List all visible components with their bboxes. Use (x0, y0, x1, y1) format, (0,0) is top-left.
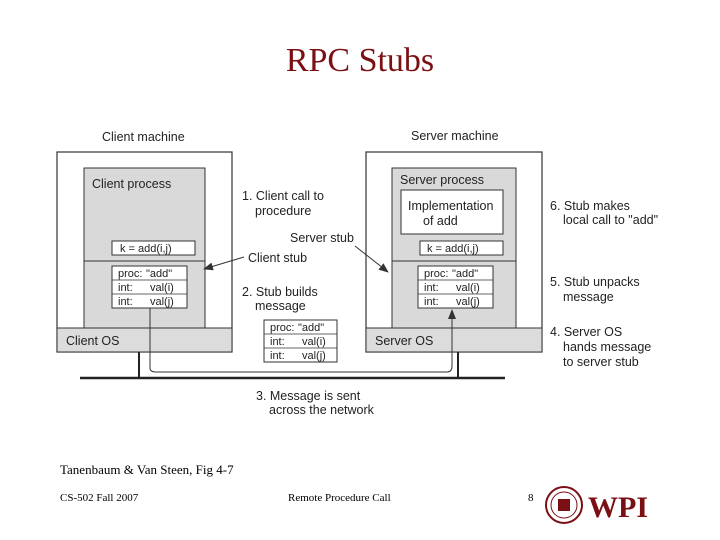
wpi-logo-text: WPI (588, 491, 648, 524)
step1-line2: procedure (255, 204, 311, 218)
transit-msg-row1-left: proc: (270, 322, 294, 334)
page-number: 8 (528, 492, 534, 504)
transit-msg-row2-left: int: (270, 336, 285, 348)
client-stub-label: Client stub (248, 251, 307, 265)
client-msg-row3-right: val(j) (150, 296, 174, 308)
server-msg-row2-left: int: (424, 282, 439, 294)
footer-course: CS-502 Fall 2007 (60, 492, 139, 504)
step4-line2: hands message (563, 340, 651, 354)
step6-line2: local call to "add" (563, 213, 658, 227)
step2-line1: 2. Stub builds (242, 285, 318, 299)
footer-topic: Remote Procedure Call (288, 492, 391, 504)
step4-line3: to server stub (563, 355, 639, 369)
client-os-label: Client OS (66, 334, 120, 348)
client-call-text: k = add(i,j) (120, 243, 172, 255)
server-machine-label: Server machine (411, 129, 499, 143)
transit-message-box (263, 319, 338, 363)
message-path-arrow (149, 308, 456, 373)
server-stub-arrow (354, 245, 389, 273)
client-call-box (111, 240, 196, 256)
step2-line2: message (255, 299, 306, 313)
step6-line1: 6. Stub makes (550, 199, 630, 213)
server-call-box (419, 240, 504, 256)
step3-line1: 3. Message is sent (256, 389, 361, 403)
server-os-box (365, 327, 543, 353)
step4-line1: 4. Server OS (550, 325, 622, 339)
server-message-box (417, 265, 494, 309)
figure-caption: Tanenbaum & Van Steen, Fig 4-7 (60, 462, 234, 477)
server-os-label: Server OS (375, 334, 433, 348)
step5-line1: 5. Stub unpacks (550, 275, 640, 289)
client-machine-label: Client machine (102, 130, 185, 144)
step1-line1: 1. Client call to (242, 189, 324, 203)
transit-msg-row3-right: val(j) (302, 350, 326, 362)
implementation-box (400, 189, 504, 235)
server-msg-row2-right: val(i) (456, 282, 480, 294)
server-msg-row1-left: proc: (424, 268, 448, 280)
implementation-line2: of add (423, 214, 458, 228)
client-message-box (111, 265, 188, 309)
step5-line2: message (563, 290, 614, 304)
transit-msg-row2-right: val(i) (302, 336, 326, 348)
transit-msg-row3-left: int: (270, 350, 285, 362)
client-process-label: Client process (92, 177, 171, 191)
server-process-label: Server process (400, 173, 484, 187)
client-msg-row3-left: int: (118, 296, 133, 308)
server-msg-row3-right: val(j) (456, 296, 480, 308)
server-msg-row1-right: "add" (452, 268, 478, 280)
client-msg-row2-right: val(i) (150, 282, 174, 294)
client-msg-row1-left: proc: (118, 268, 142, 280)
server-msg-row3-left: int: (424, 296, 439, 308)
server-call-text: k = add(i,j) (427, 243, 479, 255)
step3-line2: across the network (269, 403, 375, 417)
transit-msg-row1-right: "add" (298, 322, 324, 334)
server-stub-label: Server stub (290, 231, 354, 245)
implementation-line1: Implementation (408, 199, 494, 213)
slide-title: RPC Stubs (285, 42, 435, 79)
client-stub-arrow (203, 256, 245, 271)
client-msg-row2-left: int: (118, 282, 133, 294)
wpi-logo: WPI (545, 486, 648, 524)
client-msg-row1-right: "add" (146, 268, 172, 280)
